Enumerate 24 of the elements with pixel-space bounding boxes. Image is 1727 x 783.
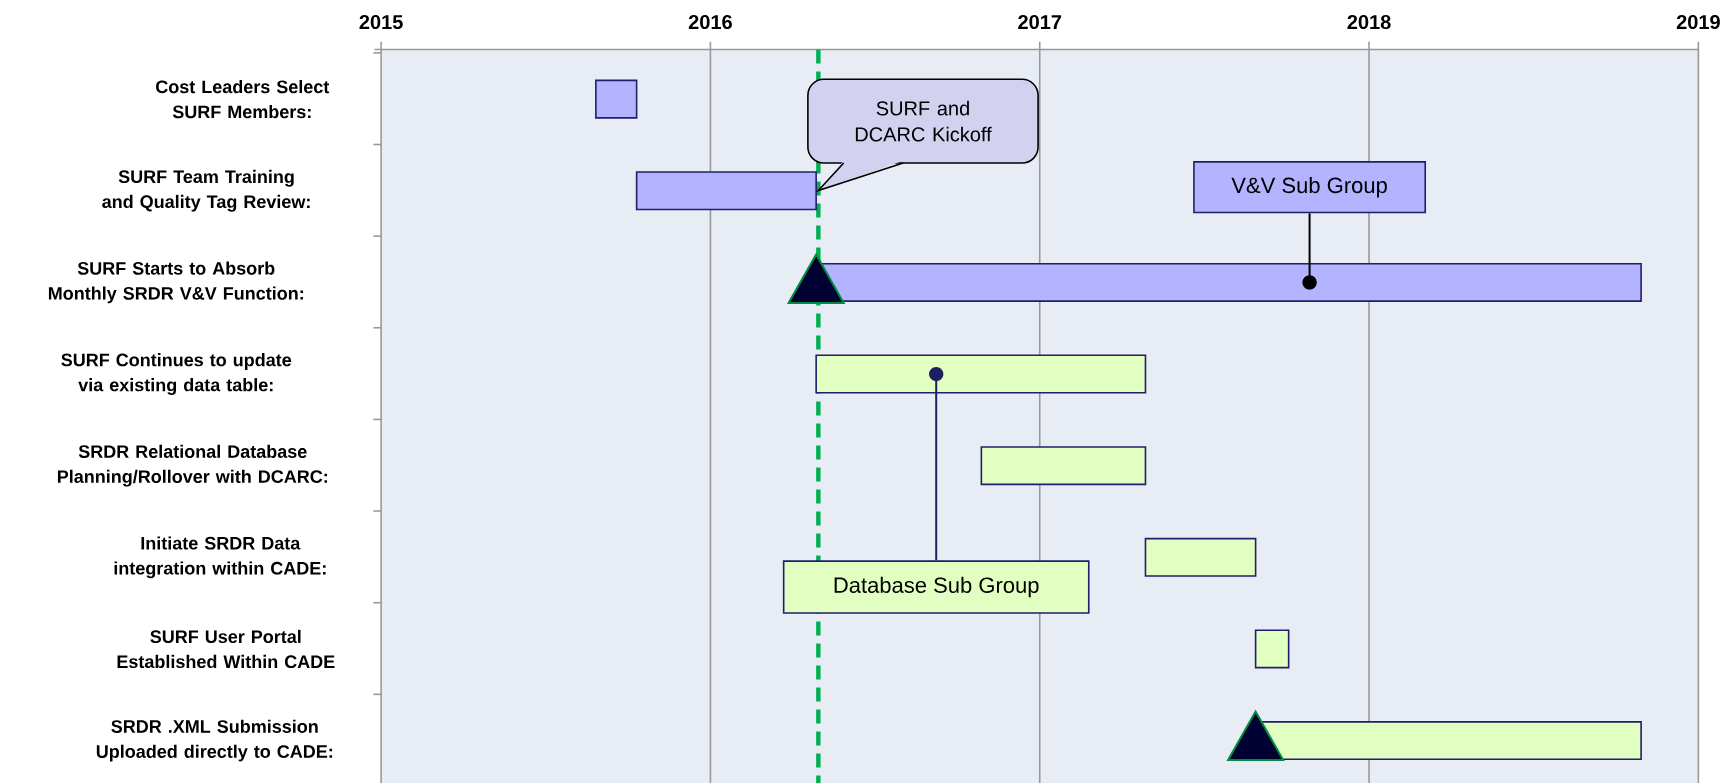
year-label: 2015 bbox=[359, 14, 403, 30]
gantt-bar bbox=[815, 354, 1147, 394]
callout-box: Database Sub Group bbox=[782, 560, 1090, 614]
year-label: 2016 bbox=[688, 14, 732, 30]
gantt-bar bbox=[635, 171, 817, 211]
year-label: 2017 bbox=[1018, 14, 1062, 30]
gantt-bar bbox=[595, 79, 638, 119]
speech-bubble: SURF and DCARC Kickoff bbox=[807, 78, 1039, 193]
row-label: SRDR .XML Submission Uploaded directly to CADE: bbox=[96, 719, 333, 762]
callout-box: V&V Sub Group bbox=[1193, 161, 1427, 214]
gantt-bar bbox=[1254, 629, 1290, 669]
year-label: 2018 bbox=[1347, 14, 1391, 30]
row-label: SURF Continues to update via existing data table: bbox=[61, 353, 292, 395]
leader-line bbox=[929, 366, 944, 562]
row-label: Cost Leaders Select SURF Members: bbox=[156, 79, 330, 119]
leader-line bbox=[1302, 212, 1317, 290]
gantt-bar bbox=[1144, 537, 1257, 577]
row-label: Initiate SRDR Data integration within CADE: bbox=[114, 536, 326, 579]
row-label: SURF Starts to Absorb Monthly SRDR V&V Function: bbox=[48, 261, 303, 304]
gantt-bar bbox=[980, 446, 1147, 486]
year-label: 2019 bbox=[1676, 14, 1720, 30]
row-label: SURF User Portal Established Within CADE bbox=[117, 629, 335, 669]
row-label: SRDR Relational Database Planning/Rollover with DCARC: bbox=[57, 444, 327, 487]
row-label: SURF Team Training and Quality Tag Review: bbox=[102, 169, 310, 212]
